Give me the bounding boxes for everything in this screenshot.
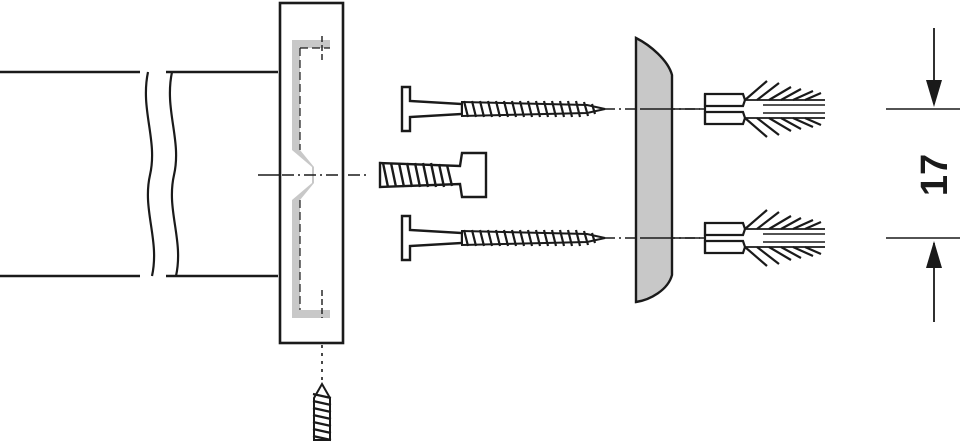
- wall-plug-bottom: [672, 208, 827, 268]
- dimension-17: 17: [886, 28, 960, 322]
- cover-cap: [634, 36, 674, 304]
- machine-screw: [378, 151, 488, 199]
- dimension-value: 17: [914, 154, 956, 196]
- end-bracket: [278, 1, 370, 345]
- wall-plug-top: [672, 79, 827, 139]
- set-screw: [312, 345, 332, 442]
- tube: [0, 70, 282, 278]
